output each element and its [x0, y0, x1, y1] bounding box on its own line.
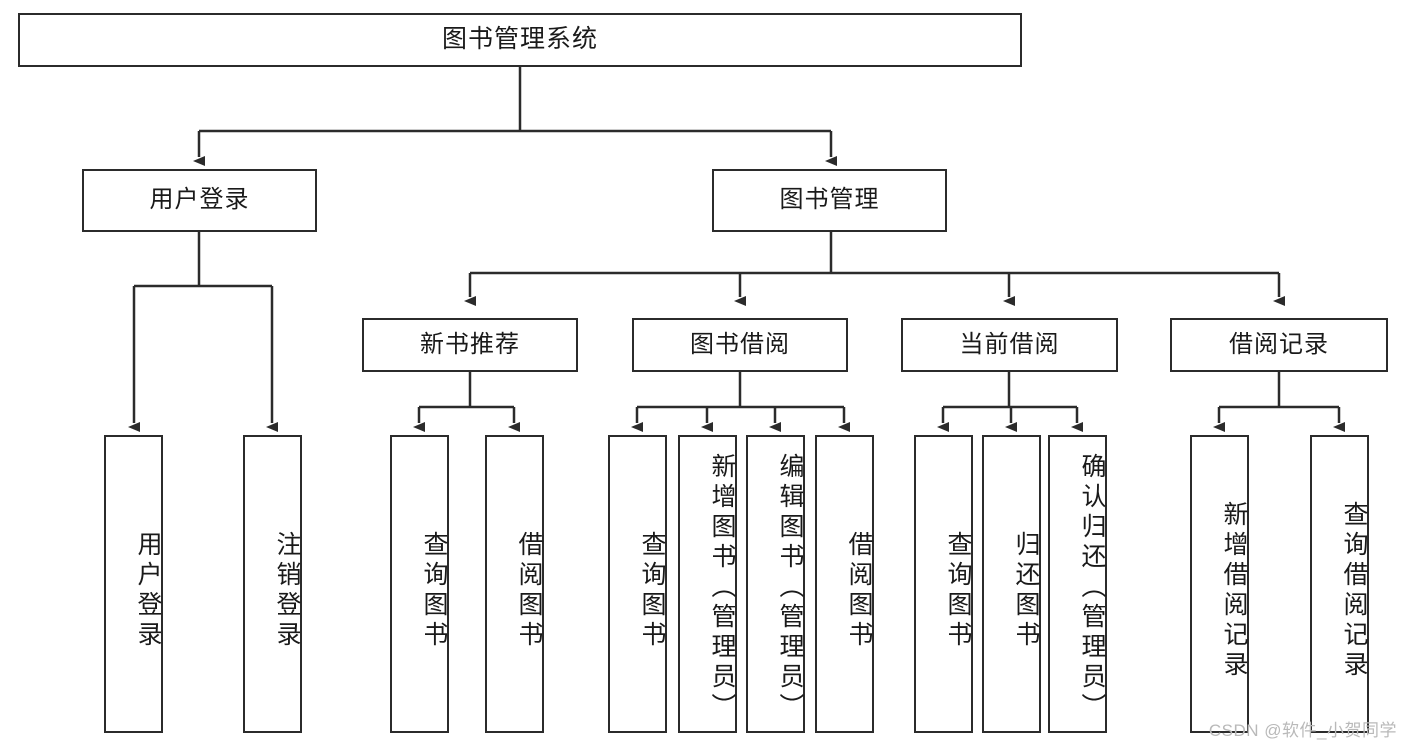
- leaf-query-books-recommend[interactable]: 查询图书: [390, 435, 449, 733]
- watermark-credit: CSDN @软件_小贺同学: [1208, 721, 1397, 740]
- leaf-add-borrow-record[interactable]: 新增借阅记录: [1190, 435, 1249, 733]
- leaf-query-books-borrow[interactable]: 查询图书: [608, 435, 667, 733]
- node-label: 确认归还（管理员）: [1078, 453, 1106, 723]
- node-borrow-records[interactable]: 借阅记录: [1170, 318, 1388, 372]
- node-label: 借阅图书: [515, 531, 543, 651]
- leaf-query-books-current[interactable]: 查询图书: [914, 435, 973, 733]
- leaf-borrow-books[interactable]: 借阅图书: [815, 435, 874, 733]
- node-root-system[interactable]: 图书管理系统: [18, 13, 1022, 67]
- leaf-add-book-admin[interactable]: 新增图书（管理员）: [678, 435, 737, 733]
- node-user-login[interactable]: 用户登录: [82, 169, 317, 232]
- node-label: 借阅记录: [1229, 330, 1329, 358]
- leaf-confirm-return-admin[interactable]: 确认归还（管理员）: [1048, 435, 1107, 733]
- node-book-management[interactable]: 图书管理: [712, 169, 947, 232]
- node-new-book-recommend[interactable]: 新书推荐: [362, 318, 578, 372]
- leaf-user-logout[interactable]: 注销登录: [243, 435, 302, 733]
- leaf-user-login[interactable]: 用户登录: [104, 435, 163, 733]
- node-label: 查询借阅记录: [1340, 501, 1368, 681]
- node-label: 当前借阅: [959, 330, 1060, 358]
- leaf-borrow-books-recommend[interactable]: 借阅图书: [485, 435, 544, 733]
- node-book-borrow[interactable]: 图书借阅: [632, 318, 848, 372]
- node-label: 查询图书: [944, 531, 972, 651]
- node-label: 编辑图书（管理员）: [776, 453, 804, 723]
- node-label: 查询图书: [420, 531, 448, 651]
- node-label: 用户登录: [134, 531, 162, 651]
- node-label: 图书借阅: [690, 330, 790, 358]
- node-label: 图书管理: [779, 186, 880, 214]
- node-label: 查询图书: [638, 531, 666, 651]
- leaf-query-borrow-record[interactable]: 查询借阅记录: [1310, 435, 1369, 733]
- node-label: 借阅图书: [845, 531, 873, 651]
- leaf-return-books[interactable]: 归还图书: [982, 435, 1041, 733]
- node-current-borrow[interactable]: 当前借阅: [901, 318, 1118, 372]
- node-label: 新增图书（管理员）: [708, 453, 736, 723]
- node-label: 新书推荐: [420, 330, 520, 358]
- node-label: 注销登录: [273, 531, 301, 651]
- node-label: 新增借阅记录: [1220, 501, 1248, 681]
- node-label: 图书管理系统: [441, 25, 598, 54]
- leaf-edit-book-admin[interactable]: 编辑图书（管理员）: [746, 435, 805, 733]
- node-label: 归还图书: [1012, 531, 1040, 651]
- node-label: 用户登录: [149, 186, 250, 214]
